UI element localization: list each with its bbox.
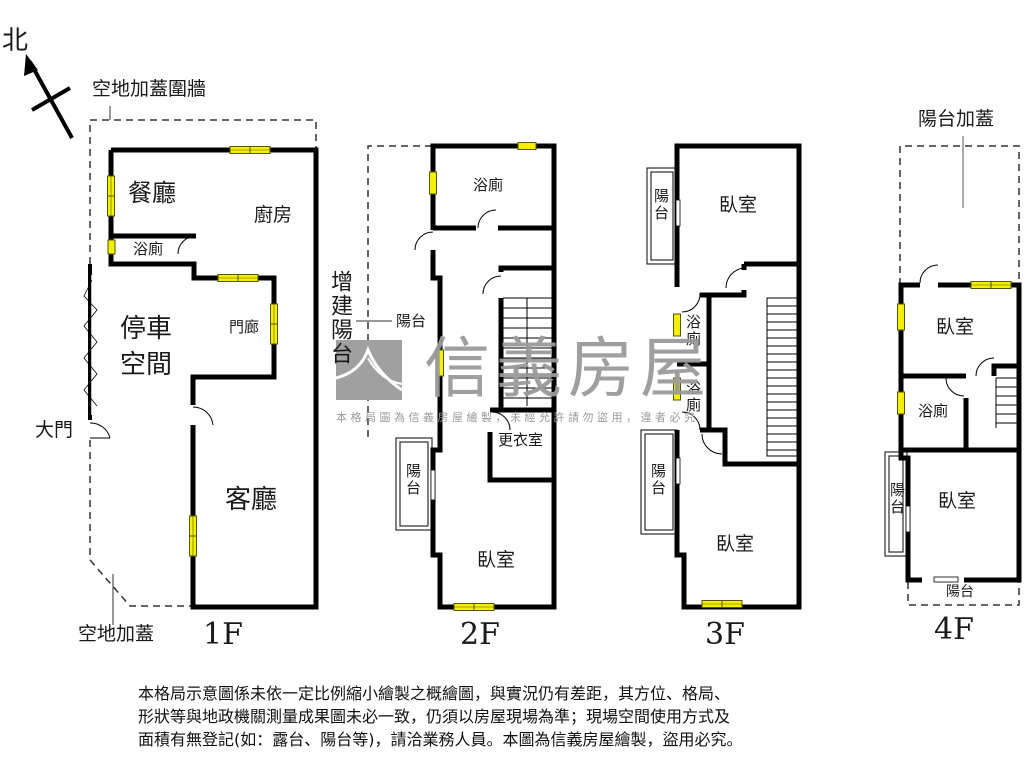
room-bedroom-4f-top: 臥室 [936, 316, 975, 338]
floor-label-2f: 2F [460, 617, 500, 652]
room-living: 客廳 [225, 485, 278, 515]
north-arrow-icon [24, 54, 74, 139]
floor-label-1f: 1F [203, 617, 243, 652]
main-gate-label: 大門 [35, 419, 74, 441]
watermark-notice: 本格局圖為信義房屋繪製，未經允許請勿盜用，違者必究 [336, 411, 699, 424]
disclaimer-line-1: 本格局示意圖係未依一定比例縮小繪製之概繪圖，與實況仍有差距，其方位、格局、 [138, 684, 731, 703]
room-parking-line1: 停車 [120, 314, 173, 344]
f2-balcony-pointer: 陽台 [396, 312, 427, 330]
room-closet: 更衣室 [498, 431, 544, 449]
room-dining: 餐廳 [128, 179, 176, 207]
disclaimer: 本格局示意圖係未依一定比例縮小繪製之概繪圖，與實況仍有差距，其方位、格局、 形狀… [138, 682, 898, 751]
room-bath-2f: 浴廁 [473, 176, 504, 194]
room-bath-4f: 浴廁 [918, 402, 949, 420]
f4-balcony-addon-note: 陽台加蓋 [918, 108, 995, 130]
f1-wall-note: 空地加蓋圍牆 [92, 78, 207, 100]
room-balcony-3f-top: 陽台 [652, 188, 670, 222]
room-bedroom-3f-top: 臥室 [719, 194, 758, 216]
room-bedroom-2f: 臥室 [477, 549, 516, 571]
floor-4f-plan [884, 136, 1022, 606]
room-balcony-4f-bottom: 陽台 [946, 584, 974, 600]
room-bath-1f: 浴廁 [133, 240, 164, 258]
floor-label-3f: 3F [705, 617, 745, 652]
room-kitchen: 廚房 [254, 204, 293, 226]
room-balcony-3f-bottom: 陽台 [649, 463, 667, 497]
room-balcony-4f-side: 陽台 [888, 482, 906, 516]
room-bath-3f-1: 浴廁 [684, 314, 702, 348]
compass-label: 北 [2, 26, 29, 56]
room-bedroom-3f-bottom: 臥室 [716, 533, 755, 555]
watermark-logo-icon [335, 340, 403, 400]
room-bedroom-4f-bottom: 臥室 [938, 490, 977, 512]
floor-1f-plan [83, 106, 319, 625]
disclaimer-line-3: 面積有無登記(如：露台、陽台等)，請洽業務人員。本圖為信義房屋繪製，盜用必究。 [138, 730, 743, 749]
watermark-brand: 信義房屋 [424, 330, 712, 407]
room-porch: 門廊 [229, 318, 260, 336]
room-bath-3f-2: 浴廁 [684, 380, 702, 414]
floor-2f-plan [356, 142, 557, 611]
room-balcony-2f: 陽台 [404, 463, 422, 497]
floor-3f-plan [640, 143, 802, 610]
f1-yard-note: 空地加蓋 [78, 623, 155, 645]
room-parking-line2: 空間 [120, 350, 173, 380]
disclaimer-line-2: 形狀等與地政機關測量成果圖未必一致，仍須以房屋現場為準；現場空間使用方式及 [138, 707, 731, 726]
f2-addon-balcony-note: 增建陽台 [327, 270, 352, 366]
floor-label-4f: 4F [934, 612, 974, 647]
